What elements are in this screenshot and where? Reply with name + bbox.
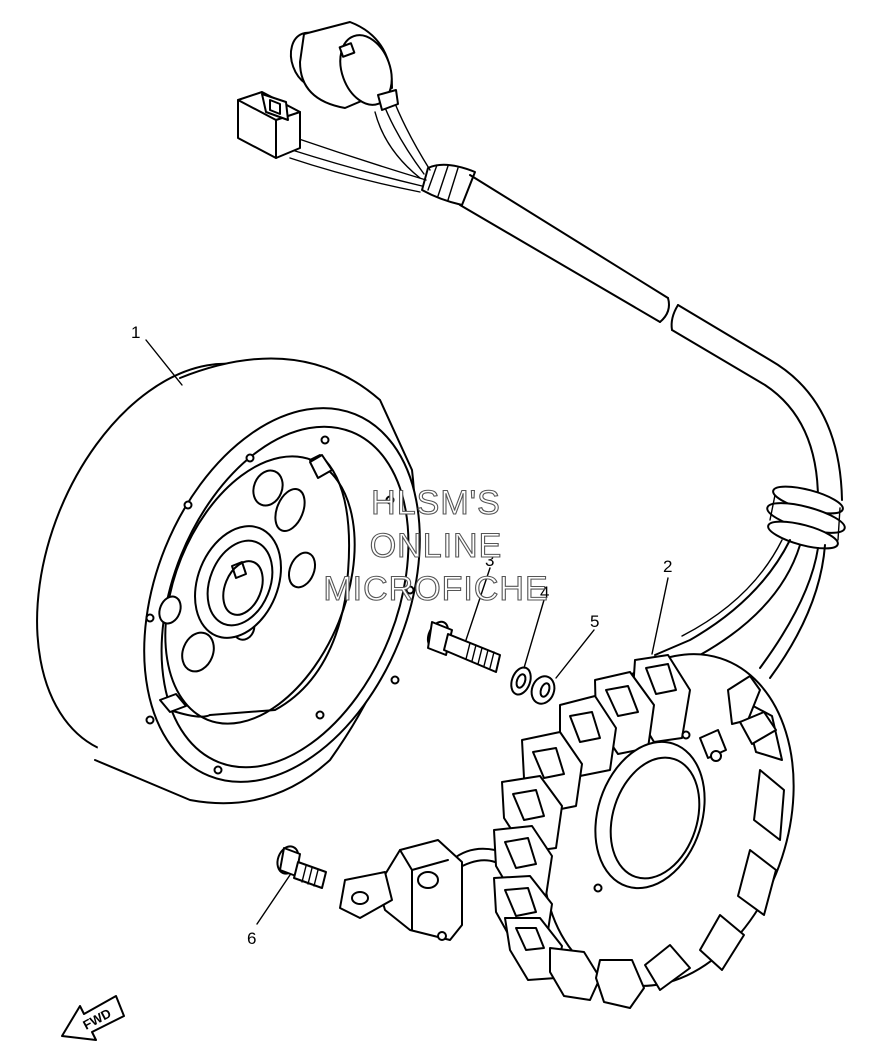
bolt bbox=[426, 620, 501, 673]
pickup-coil bbox=[339, 839, 496, 941]
stator-coils bbox=[493, 654, 691, 1009]
callout-6: 6 bbox=[247, 929, 256, 948]
wire-harness bbox=[237, 21, 846, 679]
watermark: HLSM'S ONLINE MICROFICHE bbox=[323, 483, 548, 608]
callout-5: 5 bbox=[590, 612, 599, 631]
watermark-line-3: MICROFICHE bbox=[323, 570, 548, 608]
spring-washer bbox=[510, 666, 532, 696]
screw bbox=[276, 845, 327, 889]
rectangular-connector bbox=[237, 91, 301, 159]
leader-lines bbox=[145, 339, 669, 925]
grommet bbox=[766, 485, 846, 550]
watermark-line-2: ONLINE bbox=[370, 527, 503, 565]
flywheel-rotor bbox=[36, 357, 421, 805]
watermark-line-1: HLSM'S bbox=[371, 484, 501, 522]
stator-assembly bbox=[493, 653, 795, 1009]
callout-4: 4 bbox=[540, 583, 549, 602]
plain-washer bbox=[530, 675, 556, 705]
forward-direction-arrow: FWD bbox=[61, 995, 125, 1041]
callout-3: 3 bbox=[485, 551, 494, 570]
callout-2: 2 bbox=[663, 557, 672, 576]
round-connector bbox=[289, 21, 399, 111]
callout-1: 1 bbox=[131, 323, 140, 342]
